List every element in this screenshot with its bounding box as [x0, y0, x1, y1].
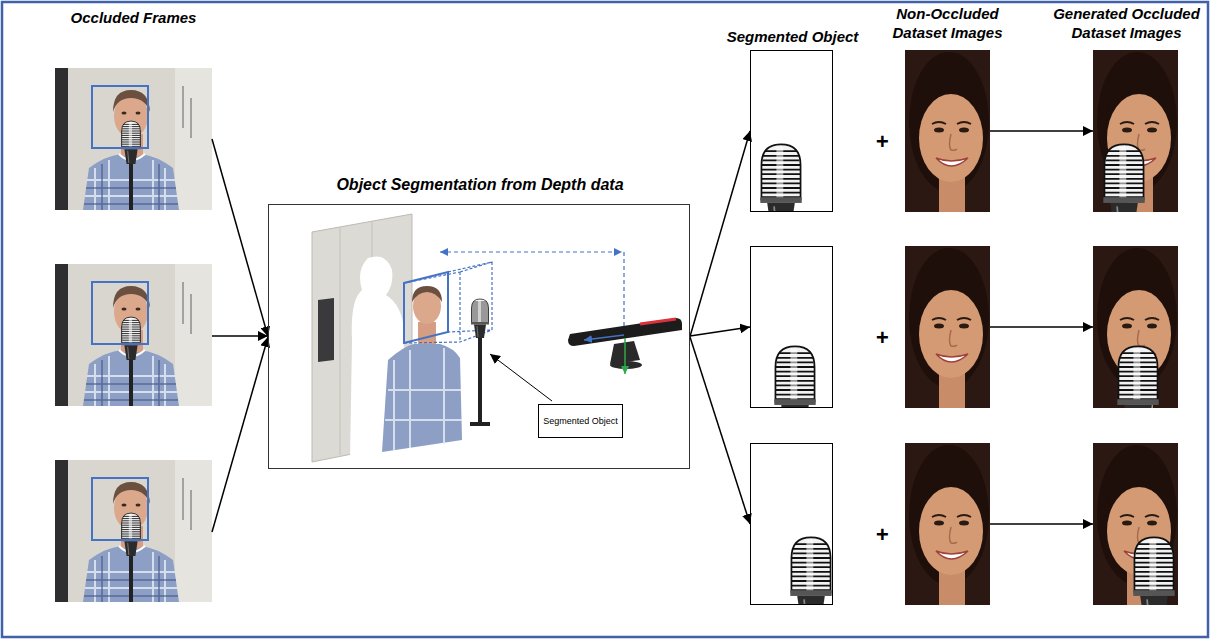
- callout-text: Segmented Object: [543, 416, 618, 427]
- depth-scene: [382, 344, 462, 452]
- flow-arrow: [690, 327, 750, 336]
- depth-scene: [640, 319, 676, 324]
- image-box: Non-Occluded Dataset Images: [905, 50, 990, 212]
- plus-sign: +: [876, 130, 889, 154]
- face-image: [905, 443, 990, 605]
- depth-scene: [418, 322, 436, 344]
- plus-sign: +: [876, 326, 889, 350]
- scene-box: Object Segmentation from Depth dataSegme…: [268, 204, 690, 469]
- depth-scene: [478, 336, 482, 424]
- column-heading: Object Segmentation from Depth data: [280, 175, 680, 194]
- occluded-frame-photo: [55, 68, 212, 210]
- column-heading: Segmented Object: [713, 27, 873, 46]
- flow-arrow: [690, 131, 750, 337]
- depth-scene: [624, 338, 626, 374]
- callout-box: Segmented Object: [538, 404, 623, 438]
- face-image: [905, 50, 990, 605]
- plus-sign: +: [876, 523, 889, 547]
- photo-frame: Occluded Frames: [55, 68, 212, 210]
- generated-image: [1103, 144, 1144, 234]
- flow-arrow: [990, 130, 1093, 132]
- depth-scene: [412, 286, 442, 302]
- flow-arrow: [212, 139, 268, 337]
- segmented-object-image: [760, 144, 801, 234]
- generated-image: [1093, 50, 1178, 627]
- segmented-object-image: [760, 144, 801, 234]
- segmented-box: Segmented Object: [750, 50, 833, 212]
- generated-image: [1133, 537, 1174, 627]
- depth-scene: [268, 204, 690, 469]
- face-image: [905, 246, 990, 408]
- generated-image: [1117, 346, 1158, 436]
- column-heading: Occluded Frames: [54, 8, 214, 27]
- segmented-object-image: [790, 537, 831, 627]
- depth-scene: [404, 262, 492, 343]
- depth-scene: [471, 299, 489, 338]
- occluded-frame-photo: [55, 68, 212, 602]
- flow-arrow: [212, 327, 1093, 532]
- segmented-object-image: [750, 50, 833, 627]
- generated-image: [1093, 443, 1178, 627]
- image-box: Generated Occluded Dataset Images: [1093, 50, 1178, 212]
- occluded-frame-photo: [55, 264, 212, 406]
- depth-scene: [623, 252, 624, 328]
- segmented-object-image: [751, 247, 833, 408]
- depth-scene: [318, 298, 334, 362]
- flow-arrow: [212, 337, 268, 532]
- depth-scene: [385, 348, 462, 450]
- depth-scene: [490, 354, 552, 401]
- segmented-object-image: [790, 537, 831, 627]
- flow-arrow: [690, 337, 750, 524]
- generated-image: [1093, 50, 1178, 234]
- occluded-frame-photo: [55, 460, 212, 602]
- column-heading: Generated Occluded Dataset Images: [1049, 4, 1204, 42]
- depth-scene: [440, 251, 622, 252]
- face-image: [905, 50, 990, 212]
- segmented-object-image: [751, 444, 833, 605]
- segmented-object-image: [774, 346, 815, 436]
- segmented-object-image: [774, 346, 815, 436]
- depth-scene: [404, 272, 448, 343]
- flow-arrow: [212, 335, 268, 337]
- depth-scene: [268, 204, 690, 469]
- flow-arrow: [990, 326, 1093, 328]
- depth-scene: [470, 422, 490, 426]
- depth-scene: [610, 361, 642, 369]
- column-heading: Non-Occluded Dataset Images: [870, 4, 1025, 42]
- generated-image: [1093, 246, 1178, 436]
- flow-arrow: [990, 523, 1093, 525]
- depth-scene: [584, 335, 624, 340]
